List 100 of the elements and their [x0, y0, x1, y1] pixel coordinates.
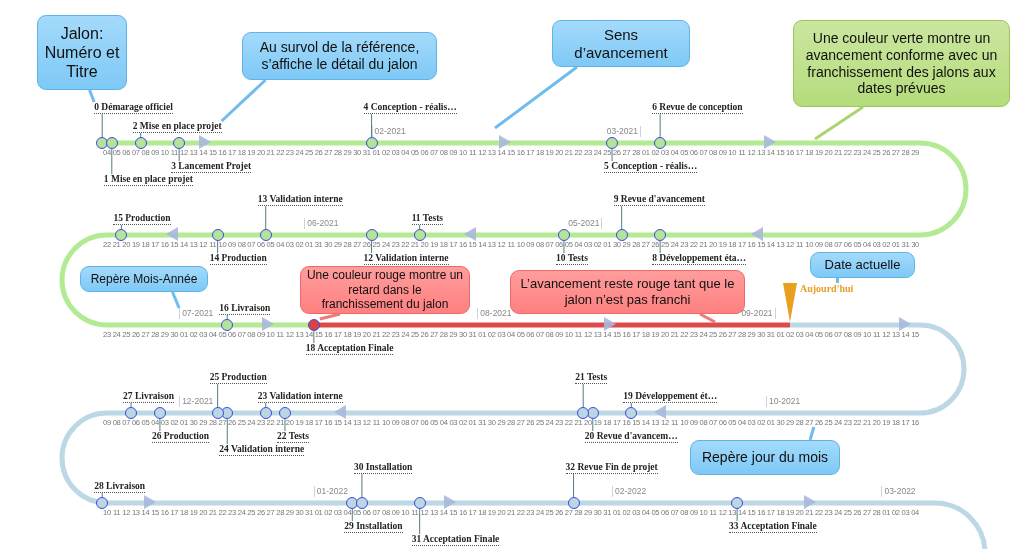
- leader-line: [101, 492, 103, 498]
- leader-line: [592, 418, 594, 432]
- leader-line: [313, 330, 315, 344]
- milestone-marker: [413, 497, 426, 509]
- milestone-marker: [211, 407, 224, 419]
- month-year-label: 02-2021: [371, 126, 406, 137]
- leader-line: [563, 240, 565, 254]
- month-year-label: 03-2021: [606, 126, 641, 137]
- milestone-label: 15 Production: [113, 213, 171, 225]
- leader-line: [371, 113, 373, 138]
- milestone-marker: [115, 229, 128, 241]
- leader-line: [111, 148, 113, 175]
- milestone-label: 29 Installation: [344, 521, 403, 533]
- callout-bubble: Une couleur rouge montre un retard dans le franchissement du jalon: [300, 266, 470, 314]
- leader-line: [419, 508, 421, 535]
- milestone-marker: [625, 407, 638, 419]
- milestone-label: 25 Production: [209, 372, 267, 384]
- milestone-label: 6 Revue de conception: [652, 102, 743, 114]
- milestone-marker: [134, 137, 147, 149]
- leader-line: [630, 402, 632, 408]
- leader-line: [101, 113, 103, 138]
- leader-line: [178, 148, 180, 162]
- milestone-label: 21 Tests: [575, 372, 608, 384]
- leader-line: [217, 383, 219, 408]
- leader-line: [120, 224, 122, 230]
- milestone-label: 26 Production: [151, 431, 209, 443]
- milestone-label: 32 Revue Fin de projet: [565, 462, 658, 474]
- milestone-label: 4 Conception - réalis…: [363, 102, 457, 114]
- today-label: Aujourd'hui: [800, 283, 854, 294]
- leader-line: [226, 314, 228, 320]
- month-year-label: 12-2021: [179, 396, 214, 407]
- month-year-label: 08-2021: [477, 308, 512, 319]
- milestone-marker: [221, 319, 234, 331]
- milestone-label: 30 Installation: [353, 462, 413, 474]
- milestone-marker: [278, 407, 291, 419]
- milestone-label: 1 Mise en place projet: [103, 174, 193, 186]
- callout-bubble: Sens d’avancement: [552, 20, 690, 67]
- milestone-marker: [365, 137, 378, 149]
- milestone-marker: [259, 229, 272, 241]
- leader-line: [659, 113, 661, 138]
- milestone-marker: [586, 407, 599, 419]
- milestone-marker: [173, 137, 186, 149]
- month-year-label: 05-2021: [568, 218, 603, 229]
- leader-line: [217, 240, 219, 254]
- milestone-label: 14 Production: [209, 253, 267, 265]
- callout-bubble: Repère Mois-Année: [80, 266, 208, 292]
- leader-line: [226, 418, 228, 445]
- leader-line: [659, 240, 661, 254]
- leader-line: [361, 473, 363, 498]
- leader-line: [140, 132, 142, 138]
- milestone-marker: [615, 229, 628, 241]
- month-year-label: 03-2022: [881, 486, 916, 497]
- milestone-label: 23 Validation interne: [257, 391, 343, 403]
- milestone-label: 12 Validation interne: [363, 253, 449, 265]
- month-year-label: 07-2021: [179, 308, 214, 319]
- milestone-marker: [365, 229, 378, 241]
- milestone-label: 9 Revue d'avancement: [613, 194, 705, 206]
- leader-line: [265, 205, 267, 230]
- milestone-marker: [96, 497, 109, 509]
- month-year-label: 02-2022: [612, 486, 647, 497]
- month-year-label: 06-2021: [304, 218, 339, 229]
- milestone-marker: [413, 229, 426, 241]
- leader-line: [284, 418, 286, 432]
- milestone-marker: [355, 497, 368, 509]
- callout-bubble: Une couleur verte montre un avancement conforme avec un franchissement des jalons aux dates prévues: [793, 20, 1010, 107]
- milestone-marker: [125, 407, 138, 419]
- milestone-label: 18 Acceptation Finale: [305, 343, 394, 355]
- milestone-label: 0 Démarage officiel: [94, 102, 173, 114]
- milestone-marker: [654, 229, 667, 241]
- milestone-marker: [259, 407, 272, 419]
- callout-bubble: Jalon: Numéro et Titre: [37, 15, 127, 90]
- leader-line: [573, 473, 575, 498]
- milestone-marker: [105, 137, 118, 149]
- milestone-marker: [557, 229, 570, 241]
- milestone-label: 20 Revue d'avancem…: [584, 431, 678, 443]
- callout-bubble: Au survol de la référence, s’affiche le détail du jalon: [242, 32, 437, 80]
- leader-line: [419, 224, 421, 230]
- leader-line: [582, 383, 584, 408]
- leader-line: [130, 402, 132, 408]
- leader-line: [621, 205, 623, 230]
- leader-line: [159, 418, 161, 432]
- leader-line: [265, 402, 267, 408]
- milestone-label: 11 Tests: [411, 213, 444, 225]
- milestone-label: 3 Lancement Projet: [171, 161, 252, 173]
- milestone-marker: [153, 407, 166, 419]
- milestone-label: 33 Acceptation Finale: [729, 521, 817, 533]
- milestone-label: 28 Livraison: [94, 481, 146, 493]
- milestone-marker: [221, 407, 234, 419]
- milestone-label: 8 Développement éta…: [652, 253, 747, 265]
- milestone-marker: [731, 497, 744, 509]
- milestone-label: 24 Validation interne: [219, 444, 305, 456]
- callout-bubble: Date actuelle: [810, 252, 915, 278]
- milestone-label: 22 Tests: [276, 431, 309, 443]
- milestone-label: 19 Développement ét…: [623, 391, 718, 403]
- milestone-marker: [654, 137, 667, 149]
- milestone-marker: [577, 407, 590, 419]
- month-year-label: 10-2021: [765, 396, 801, 407]
- milestone-marker: [346, 497, 359, 509]
- milestone-marker: [567, 497, 580, 509]
- callout-bubble: Repère jour du mois: [690, 440, 840, 475]
